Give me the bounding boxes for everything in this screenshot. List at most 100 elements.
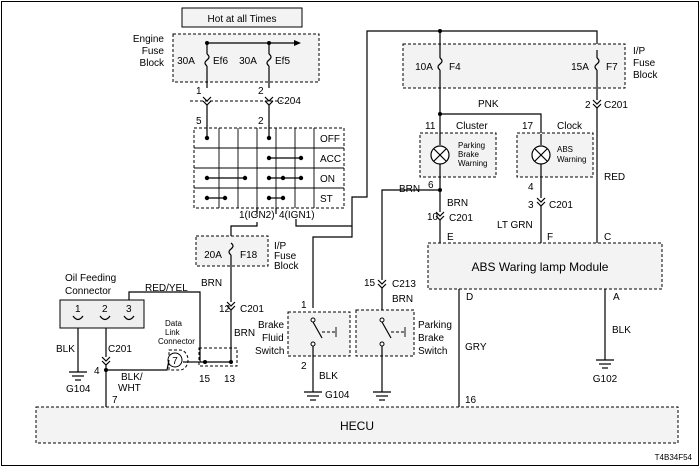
wire-pnk [440,113,542,134]
pin-dlc-13: 13 [224,374,236,385]
wire-ign1 [295,30,598,227]
c201-oil-label: C201 [108,344,132,355]
wire-brn-to-parking [381,189,440,280]
pin-ign2: 1(IGN2) [239,210,275,221]
abs-pin-d: D [466,292,473,303]
abs-warning-lamp-module [427,242,663,290]
fuse-f7-symbol [594,57,600,71]
abs-warning-lamp [531,145,551,165]
wire-lt-grn-label: LT GRN [497,220,533,231]
ground-g102-label: G102 [593,374,618,385]
cluster-lamp-1: Parking [458,141,485,150]
c213-connector [377,279,387,289]
wire-red-label: RED [604,172,625,183]
oil-feeding-connector [59,299,145,329]
fuse-f7-name: F7 [606,62,618,73]
fuse-ef5-symbol [266,53,272,67]
ip-fuse-mid-label-2: Fuse [274,251,297,262]
abs-pin-f: F [547,232,553,243]
cluster-lamp-3: Warning [458,159,488,168]
pin-sw-2: 2 [258,116,264,127]
pin-clock-3: 3 [528,200,534,211]
wire-brn-cluster2-label: BRN [447,198,468,209]
engine-fuse-block-label-1: Engine [133,34,165,45]
c201-top-label: C201 [604,100,628,111]
abs-pin-c: C [604,232,611,243]
wire-brn-f18b-label: BRN [234,328,255,339]
wire-blk-brake-label: BLK [319,371,338,382]
ignition-st: ST [320,194,333,205]
pin-cluster-6: 6 [428,180,434,191]
wire-blk-oil-label: BLK [56,344,75,355]
parking-brake-switch-contact [379,317,406,347]
pin-brake-1: 1 [301,300,307,311]
fuse-f4-symbol [437,57,443,71]
engine-fuse-block-label-3: Block [140,58,165,69]
hot-at-all-times-box [181,7,303,28]
bus-arrow [294,40,301,46]
fuse-f18-symbol [228,242,234,256]
ignition-acc: ACC [320,154,341,165]
pin-brake-2: 2 [301,361,307,372]
pin-oil-4: 4 [94,366,100,377]
pin-sw-5: 5 [196,116,202,127]
pin-pb-15: 15 [364,278,376,289]
fuse-f4-amp: 10A [415,62,433,73]
wire-red-yel-label: RED/YEL [145,283,188,294]
pin-f7-2: 2 [585,100,591,111]
ip-fuse-top-label-2: Fuse [633,58,656,69]
pin-ef5-2: 2 [258,86,264,97]
pin-clock-4: 4 [528,182,534,193]
ip-fuse-block-mid [195,235,269,267]
ignition-switch [193,127,345,209]
abs-module-title: ABS Waring lamp Module [472,260,609,274]
fuse-ef5-name: Ef5 [275,56,290,67]
ground-g104b-label: G104 [325,390,350,401]
wire-brake-feed [312,226,353,308]
c204-label: C204 [277,96,301,107]
wire-ign2 [230,222,258,243]
hecu-pin-7: 7 [112,395,118,406]
pin-clock-17: 17 [522,121,534,132]
wire-blk-wht-label-2: WHT [118,383,141,394]
cluster-title: Cluster [456,121,488,132]
brake-fluid-label-2: Fluid [262,333,284,344]
dlc-pin-7-connector [167,349,189,371]
oil-connector-label-2: Connector [65,286,112,297]
parking-brake-warning-lamp [430,145,450,165]
pb-label-2: Brake [418,333,445,344]
abs-pin-a: A [613,292,620,303]
wire-blk-g102-label: BLK [612,325,631,336]
clock-title: Clock [557,121,583,132]
hecu-module [35,406,679,444]
ignition-on: ON [320,174,335,185]
oil-pin-2: 2 [102,304,108,315]
clock-box [516,132,594,178]
pin-ign1: 4(IGN1) [279,210,315,221]
fuse-ef6-amp: 30A [177,56,195,67]
oil-pin-3: 3 [126,304,132,315]
pin-cluster-10: 10 [427,212,439,223]
pb-label-1: Parking [418,320,452,331]
ground-g102-symbol [596,359,614,369]
dlc-label-2: Link [165,328,181,337]
wire-gry-label: GRY [465,342,487,353]
pin-dlc-15: 15 [199,374,211,385]
hecu-pin-16: 16 [465,395,477,406]
fuse-ef5-amp: 30A [239,56,257,67]
dlc-label-3: Connector [158,337,195,346]
wire-red-yel [128,291,205,363]
c201-top-connector [592,99,602,109]
fuse-f4-name: F4 [449,62,461,73]
ground-g104a-symbol [69,371,87,381]
engine-fuse-block-label-2: Fuse [142,46,165,57]
c201-oil-connector [101,356,111,366]
fuse-f18-amp: 20A [204,250,222,261]
ip-fuse-block-top [402,43,626,89]
ignition-off: OFF [320,134,340,145]
oil-connector-label-1: Oil Feeding [65,273,116,284]
c213-label: C213 [392,279,416,290]
c201-clock-label: C201 [549,200,573,211]
c201-cluster-label: C201 [449,213,473,224]
c201-clock-connector [536,197,546,207]
